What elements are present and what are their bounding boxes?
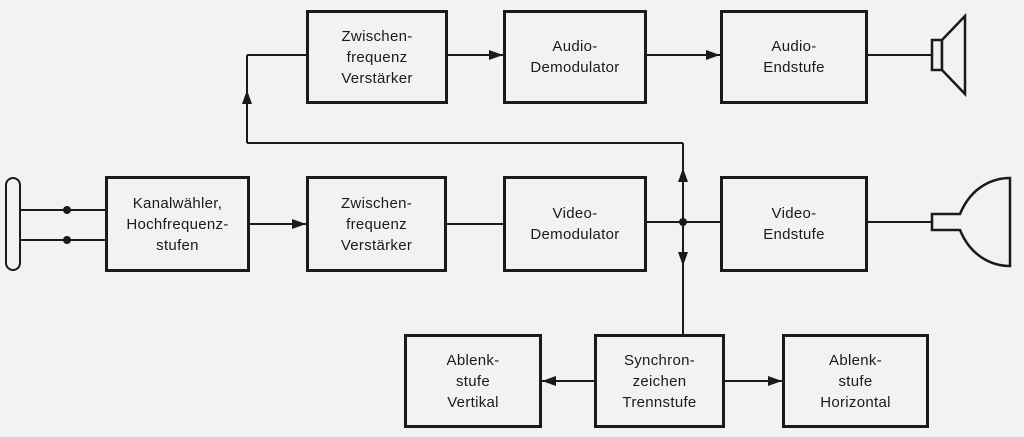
block-label: Hochfrequenz- xyxy=(126,215,229,233)
block-label: Ablenk- xyxy=(829,351,882,369)
block-label: Zwischen- xyxy=(341,27,413,45)
block-label: Verstärker xyxy=(341,69,413,87)
arrow-right xyxy=(489,50,503,60)
block-label: stufe xyxy=(838,372,873,390)
video-demodulator-block: Video- Demodulator xyxy=(503,176,647,272)
block-label: frequenz xyxy=(346,48,408,66)
audio-demodulator-block: Audio- Demodulator xyxy=(503,10,647,104)
arrow-up xyxy=(242,90,252,104)
synchron-trennstufe-block: Synchron- zeichen Trennstufe xyxy=(594,334,725,428)
block-label: stufen xyxy=(156,236,199,254)
block-label: frequenz xyxy=(346,215,407,233)
block-label: Demodulator xyxy=(530,226,620,243)
block-label: Trennstufe xyxy=(622,393,697,411)
block-label: Synchron- xyxy=(623,351,696,369)
speaker-icon xyxy=(930,12,967,98)
block-label: Vertikal xyxy=(447,393,499,411)
block-label: Audio- xyxy=(552,38,598,55)
audio-endstufe-block: Audio- Endstufe xyxy=(720,10,868,104)
zf-video-block: Zwischen- frequenz Verstärker xyxy=(306,176,447,272)
ablenk-horizontal-block: Ablenk- stufe Horizontal xyxy=(782,334,929,428)
block-label: Horizontal xyxy=(820,393,891,411)
block-label: stufe xyxy=(455,372,491,390)
block-label: Kanalwähler, xyxy=(132,194,223,212)
signal-arrows xyxy=(63,50,782,386)
arrow-right xyxy=(768,376,782,386)
block-label: Audio- xyxy=(771,38,817,55)
picture-tube-icon xyxy=(930,176,1012,268)
ablenk-vertikal-block: Ablenk- stufe Vertikal xyxy=(404,334,542,428)
block-label: Video- xyxy=(771,205,817,222)
block-label: Demodulator xyxy=(530,59,620,76)
block-label: Zwischen- xyxy=(340,194,413,212)
block-label: Endstufe xyxy=(763,226,825,243)
arrow-right xyxy=(706,50,720,60)
block-label: Ablenk- xyxy=(446,351,500,369)
arrow-left xyxy=(542,376,556,386)
zf-audio-block: Zwischen- frequenz Verstärker xyxy=(306,10,448,104)
junction-dot xyxy=(63,206,71,214)
tuner-block: Kanalwähler, Hochfrequenz- stufen xyxy=(105,176,250,272)
antenna-icon xyxy=(5,177,21,271)
block-label: Endstufe xyxy=(763,59,825,76)
junction-dot xyxy=(679,218,687,226)
video-endstufe-block: Video- Endstufe xyxy=(720,176,868,272)
arrow-right xyxy=(292,219,306,229)
block-label: Verstärker xyxy=(340,236,413,254)
junction-dot xyxy=(63,236,71,244)
block-label: Video- xyxy=(552,205,598,222)
arrow-up xyxy=(678,168,688,182)
arrow-down xyxy=(678,252,688,266)
block-label: zeichen xyxy=(632,372,687,390)
